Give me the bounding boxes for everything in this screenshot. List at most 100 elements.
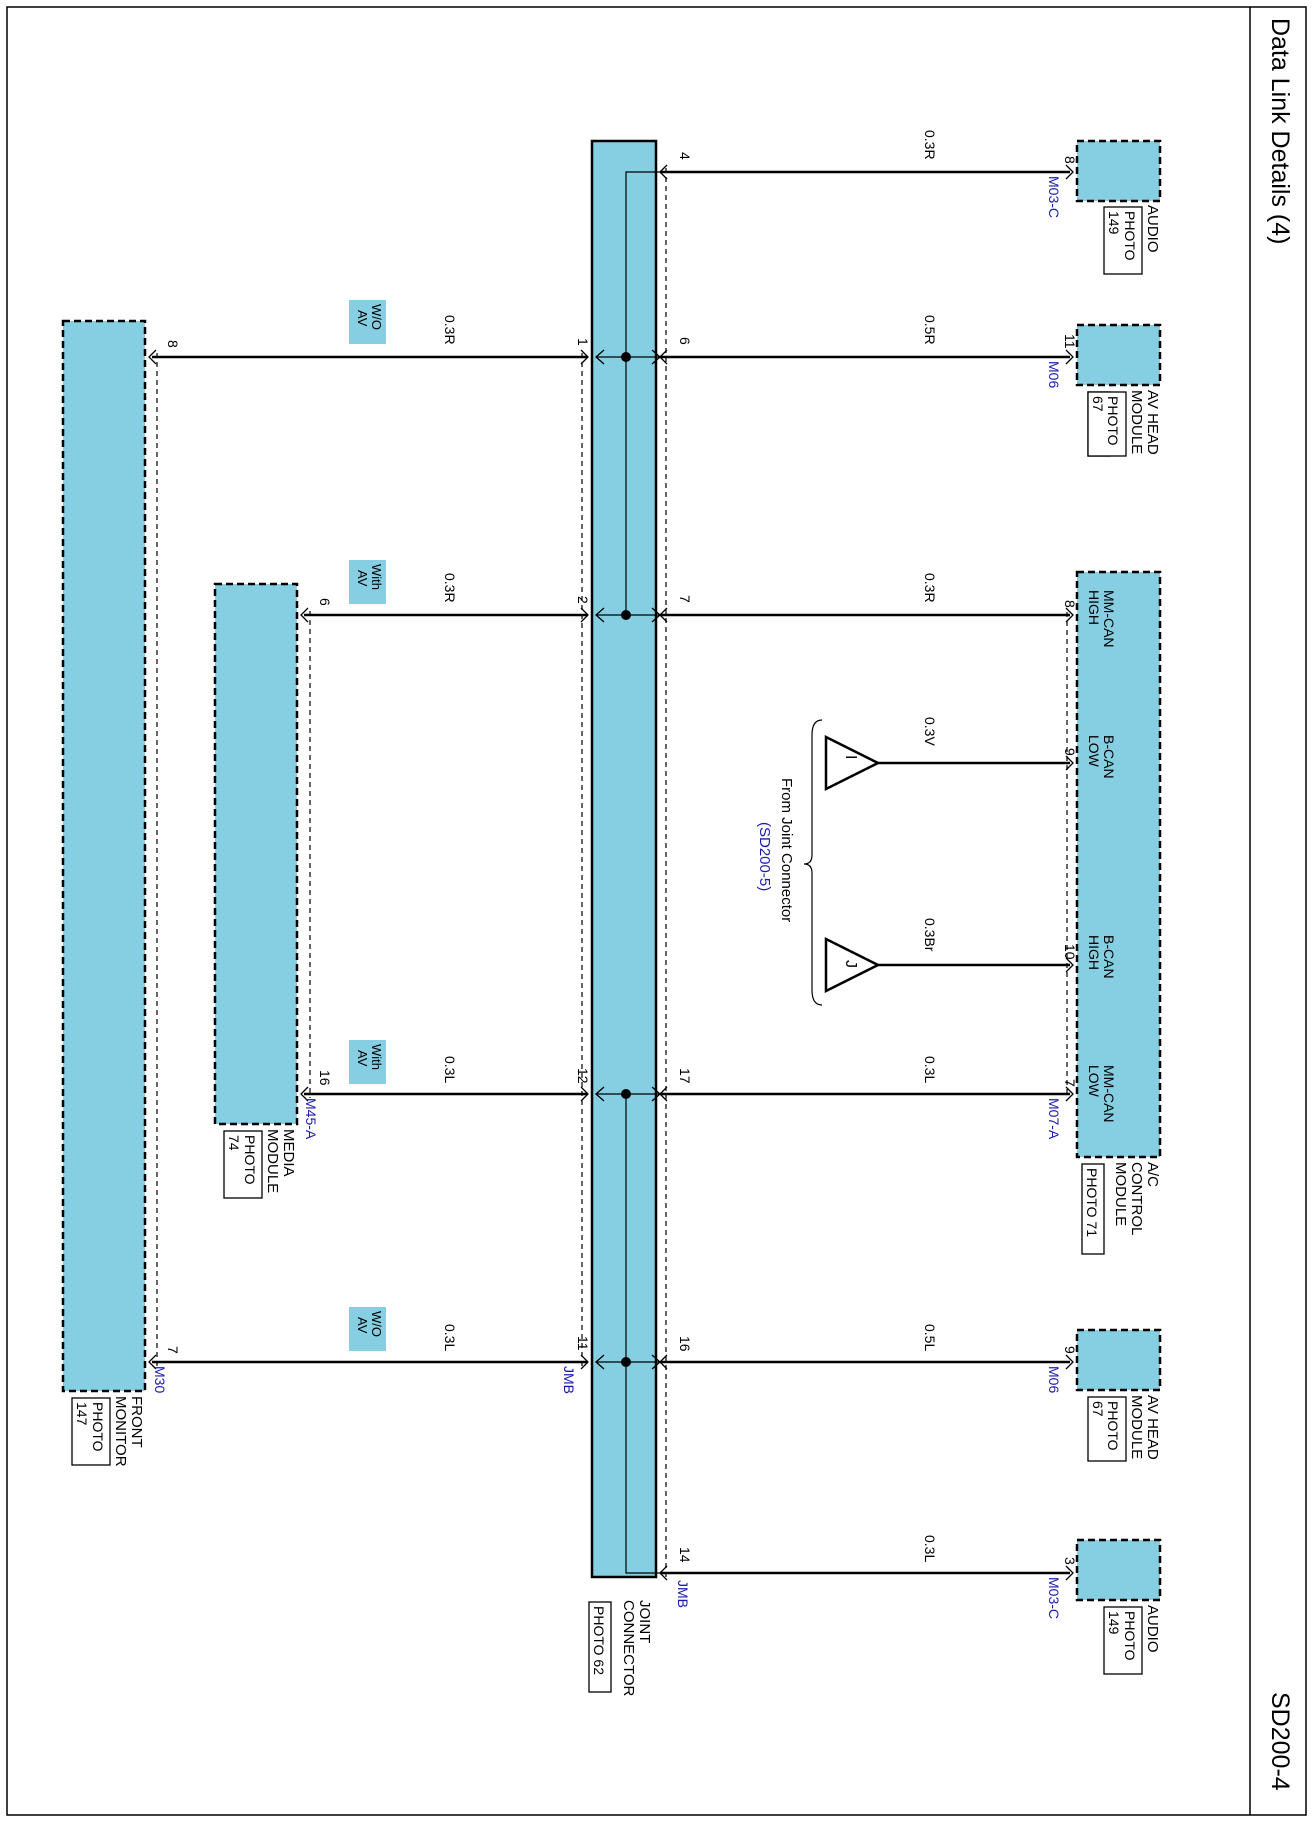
- photo-ref: PHOTO: [90, 1402, 106, 1452]
- component-name: AV HEAD: [1144, 390, 1161, 455]
- wire-label: 0.3R: [442, 315, 458, 345]
- option-tag-line: W/O: [369, 1311, 384, 1337]
- triangle-i-label: I: [842, 755, 859, 759]
- connector-id: M06: [1046, 361, 1062, 388]
- pin-number: 10: [1062, 944, 1078, 960]
- pin-numbers: 8 11 8 9 10 7 9 3 4 6 7 17 16 14 1 2 12 …: [165, 152, 1078, 1565]
- wire-label: 0.3R: [922, 573, 938, 603]
- av-head-module-top[interactable]: [1075, 323, 1162, 387]
- pin-number: 4: [677, 152, 693, 160]
- option-tag-line: AV: [355, 1317, 370, 1334]
- pin-number: 7: [165, 1346, 181, 1354]
- component-name: CONNECTOR: [620, 1600, 637, 1697]
- media-module[interactable]: [213, 582, 299, 1126]
- signal-label: B-CAN: [1101, 935, 1117, 979]
- pin-number: 9: [1062, 748, 1078, 756]
- signal-label: LOW: [1086, 1065, 1102, 1098]
- wire-label: 0.5L: [922, 1324, 938, 1351]
- audio-component-top[interactable]: [1075, 139, 1162, 203]
- photo-ref: 67: [1090, 396, 1106, 412]
- component-name: JOINT: [636, 1600, 653, 1643]
- photo-ref: PHOTO 62: [591, 1606, 607, 1675]
- photo-ref: PHOTO: [1122, 211, 1138, 261]
- pin-number: 6: [317, 598, 333, 606]
- option-tag-line: AV: [355, 1050, 370, 1067]
- wire-label: 0.3R: [922, 130, 938, 160]
- audio-component-bottom[interactable]: [1075, 1538, 1162, 1602]
- right-side-wiring: [659, 164, 1074, 1581]
- photo-box: [71, 1397, 111, 1466]
- option-tag-box: [349, 1307, 386, 1351]
- photo-ref: 67: [1090, 1401, 1106, 1417]
- wire-label: 0.3R: [442, 573, 458, 603]
- joint-connector-internal-bus: [595, 171, 661, 1574]
- component-labels: AUDIO PHOTO 149 AV HEAD MODULE PHOTO 67 …: [71, 205, 1161, 1697]
- wire-labels: 0.3R 0.5R 0.3R 0.3V 0.3Br 0.3L 0.5L 0.3L…: [442, 130, 938, 1562]
- photo-ref: PHOTO: [242, 1135, 258, 1185]
- page-code: SD200-4: [1266, 1692, 1294, 1791]
- component-name: MODULE: [1128, 1395, 1145, 1459]
- ac-signal-labels: MM-CAN HIGH B-CAN LOW B-CAN HIGH MM-CAN …: [1086, 590, 1117, 1123]
- ac-control-module[interactable]: [1075, 570, 1162, 1159]
- reference-triangles: I J From Joint Connector (SD200-5): [756, 719, 881, 1006]
- component-name: MONITOR: [112, 1396, 129, 1467]
- reference-triangle-j[interactable]: [824, 936, 881, 994]
- wire-label: 0.3L: [442, 1056, 458, 1083]
- photo-ref: PHOTO: [1105, 396, 1121, 446]
- photo-box: [1081, 1163, 1105, 1255]
- component-name: A/C: [1144, 1162, 1161, 1187]
- photo-box: [588, 1601, 612, 1693]
- component-name: AUDIO: [1144, 205, 1161, 253]
- component-name: AV HEAD: [1144, 1395, 1161, 1460]
- pin-number: 8: [1062, 156, 1078, 164]
- pin-number: 14: [677, 1547, 693, 1563]
- photo-ref: PHOTO 71: [1084, 1168, 1100, 1237]
- signal-label: B-CAN: [1101, 735, 1117, 779]
- wire-label: 0.3L: [922, 1535, 938, 1562]
- option-tag-box: [349, 300, 386, 344]
- option-tags: W/O AV With AV With AV W/O AV: [349, 300, 386, 1351]
- pin-number: 2: [575, 596, 591, 604]
- reference-link[interactable]: (SD200-5): [756, 822, 773, 891]
- wire-label: 0.3V: [922, 717, 938, 746]
- component-name: CONTROL: [1128, 1162, 1145, 1235]
- signal-label: HIGH: [1086, 935, 1102, 970]
- photo-ref: 149: [1106, 1611, 1122, 1635]
- pin-number: 7: [1062, 1079, 1078, 1087]
- component-name: AUDIO: [1144, 1605, 1161, 1653]
- connector-ids: M03-C M06 M07-A M06 M03-C JMB JMB M45-A …: [152, 176, 1062, 1619]
- connector-id: M06: [1046, 1366, 1062, 1393]
- av-head-module-bottom[interactable]: [1075, 1328, 1162, 1392]
- photo-ref: PHOTO: [1105, 1401, 1121, 1451]
- connector-id: M03-C: [1046, 176, 1062, 218]
- pin-number: 3: [1062, 1557, 1078, 1565]
- wire-label: 0.3L: [442, 1324, 458, 1351]
- photo-box: [1087, 1396, 1127, 1462]
- page-title: Data Link Details (4): [1266, 18, 1294, 244]
- joint-connector[interactable]: [590, 139, 658, 1579]
- reference-caption: From Joint Connector: [778, 778, 795, 922]
- pin-number: 9: [1062, 1346, 1078, 1354]
- pin-number: 12: [575, 1068, 591, 1084]
- option-tag-line: AV: [355, 570, 370, 587]
- connector-id: JMB: [561, 1366, 577, 1394]
- photo-box: [1103, 206, 1143, 275]
- pin-number: 16: [677, 1336, 693, 1352]
- connector-id: M03-C: [1046, 1577, 1062, 1619]
- option-tag-line: With: [369, 1044, 384, 1070]
- pin-number: 17: [677, 1068, 693, 1084]
- photo-ref: 147: [74, 1402, 90, 1426]
- photo-box: [1087, 391, 1127, 457]
- pin-number: 1: [575, 338, 591, 346]
- signal-label: HIGH: [1086, 590, 1102, 625]
- photo-box: [1103, 1606, 1143, 1675]
- pin-number: 8: [165, 340, 181, 348]
- front-monitor[interactable]: [61, 319, 147, 1393]
- option-tag-line: With: [369, 564, 384, 590]
- wire-label: 0.5R: [922, 315, 938, 345]
- pin-number: 7: [677, 595, 693, 603]
- component-name: MODULE: [264, 1129, 281, 1193]
- reference-triangle-i[interactable]: [824, 734, 881, 792]
- signal-label: MM-CAN: [1101, 590, 1117, 648]
